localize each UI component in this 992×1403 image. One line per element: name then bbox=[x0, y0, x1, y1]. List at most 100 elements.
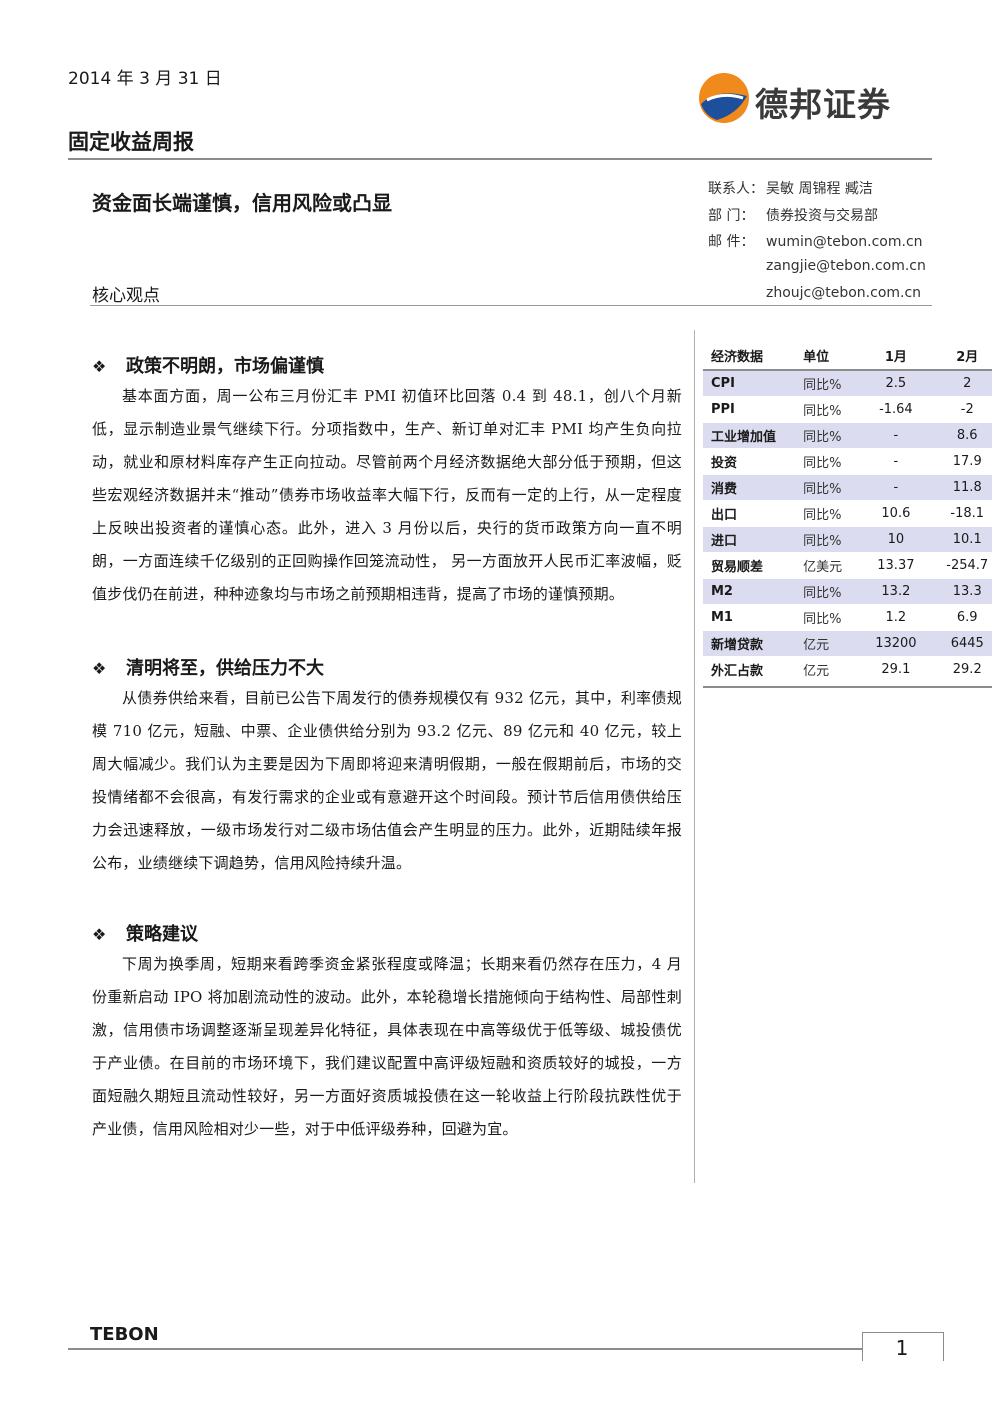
jan-value: 10.6 bbox=[860, 500, 932, 527]
jan-value: 13.37 bbox=[860, 552, 932, 579]
email-link[interactable]: wumin@tebon.com.cn bbox=[766, 234, 923, 250]
row-unit: 亿美元 bbox=[795, 552, 861, 579]
section-body: 下周为换季周，短期来看跨季资金紧张程度或降温；长期来看仍然存在压力，4 月份重新… bbox=[92, 955, 682, 1138]
diamond-bullet-icon: ❖ bbox=[92, 357, 107, 376]
feb-value: 6445 bbox=[931, 630, 992, 657]
jan-value: 2.5 bbox=[860, 370, 932, 397]
email-row: 邮 件： wumin@tebon.com.cn bbox=[708, 231, 923, 251]
footer-brand: TEBON bbox=[90, 1324, 159, 1345]
row-unit: 同比% bbox=[795, 474, 861, 501]
row-unit: 同比% bbox=[795, 448, 861, 475]
row-name: 出口 bbox=[703, 500, 796, 527]
brand-name: 德邦证券 bbox=[755, 85, 891, 124]
row-name: 消费 bbox=[703, 474, 796, 501]
column-header: 2月 bbox=[931, 341, 992, 371]
table-bottom-rule bbox=[703, 686, 992, 688]
diamond-bullet-icon: ❖ bbox=[92, 659, 107, 678]
row-name: 进口 bbox=[703, 526, 796, 553]
feb-value: 13.3 bbox=[931, 578, 992, 605]
section-heading: ❖ 策略建议 bbox=[92, 920, 198, 946]
feb-value: -2 bbox=[931, 396, 992, 423]
jan-value: 10 bbox=[860, 526, 932, 553]
section-heading: ❖ 政策不明朗，市场偏谨慎 bbox=[92, 352, 324, 378]
row-unit: 同比% bbox=[795, 578, 861, 605]
table-header-row: 经济数据 单位 1月 2月 bbox=[703, 341, 992, 371]
table-row: 出口同比%10.6-18.1 bbox=[703, 500, 992, 527]
email-label: 邮 件： bbox=[708, 234, 755, 250]
feb-value: 6.9 bbox=[931, 604, 992, 631]
jan-value: -1.64 bbox=[860, 396, 932, 423]
jan-value: 29.1 bbox=[860, 656, 932, 683]
jan-value: - bbox=[860, 474, 932, 501]
row-name: 工业增加值 bbox=[703, 422, 796, 449]
core-divider bbox=[90, 305, 932, 306]
jan-value: 13200 bbox=[860, 630, 932, 657]
row-name: CPI bbox=[703, 370, 796, 397]
row-unit: 同比% bbox=[795, 500, 861, 527]
dept-row: 部 门： 债券投资与交易部 bbox=[708, 205, 878, 225]
feb-value: 29.2 bbox=[931, 656, 992, 683]
email-link[interactable]: zhoujc@tebon.com.cn bbox=[766, 285, 922, 301]
feb-value: 8.6 bbox=[931, 422, 992, 449]
row-name: 外汇占款 bbox=[703, 656, 796, 683]
feb-value: 11.8 bbox=[931, 474, 992, 501]
footer-divider bbox=[68, 1348, 932, 1350]
page-title: 资金面长端谨慎，信用风险或凸显 bbox=[92, 191, 392, 215]
section-title: 清明将至，供给压力不大 bbox=[126, 658, 324, 679]
row-name: PPI bbox=[703, 396, 796, 423]
feb-value: 2 bbox=[931, 370, 992, 397]
section-heading: ❖ 清明将至，供给压力不大 bbox=[92, 654, 324, 680]
table-row: 工业增加值同比%-8.6 bbox=[703, 422, 992, 449]
row-name: 贸易顺差 bbox=[703, 552, 796, 579]
row-unit: 亿元 bbox=[795, 656, 861, 683]
row-name: M2 bbox=[703, 578, 796, 605]
report-type-title: 固定收益周报 bbox=[68, 130, 194, 154]
jan-value: 1.2 bbox=[860, 604, 932, 631]
core-view-label: 核心观点 bbox=[92, 286, 160, 306]
row-unit: 同比% bbox=[795, 422, 861, 449]
section-body: 从债券供给来看，目前已公告下周发行的债券规模仅有 932 亿元，其中，利率债规模… bbox=[92, 689, 682, 872]
contact-label: 联系人： bbox=[708, 181, 764, 197]
jan-value: 13.2 bbox=[860, 578, 932, 605]
section-title: 策略建议 bbox=[126, 924, 198, 945]
page-number-box bbox=[862, 1332, 944, 1361]
section-body: 基本面方面，周一公布三月份汇丰 PMI 初值环比回落 0.4 到 48.1，创八… bbox=[92, 387, 682, 603]
row-unit: 亿元 bbox=[795, 630, 861, 657]
dept-value: 债券投资与交易部 bbox=[766, 208, 878, 224]
jan-value: - bbox=[860, 422, 932, 449]
logo-emblem-icon bbox=[699, 73, 749, 123]
table-row: 投资同比%-17.9 bbox=[703, 448, 992, 475]
row-name: M1 bbox=[703, 604, 796, 631]
feb-value: -254.7 bbox=[931, 552, 992, 579]
feb-value: 10.1 bbox=[931, 526, 992, 553]
table-row: 消费同比%-11.8 bbox=[703, 474, 992, 501]
diamond-bullet-icon: ❖ bbox=[92, 925, 107, 944]
contact-row: 联系人：吴敏 周锦程 臧洁 bbox=[708, 178, 873, 198]
section-title: 政策不明朗，市场偏谨慎 bbox=[126, 356, 324, 377]
email-link[interactable]: zangjie@tebon.com.cn bbox=[766, 258, 926, 274]
row-unit: 同比% bbox=[795, 526, 861, 553]
column-header: 单位 bbox=[795, 341, 861, 371]
jan-value: - bbox=[860, 448, 932, 475]
contact-value: 吴敏 周锦程 臧洁 bbox=[766, 181, 873, 197]
column-header: 1月 bbox=[860, 341, 932, 371]
report-date: 2014 年 3 月 31 日 bbox=[68, 69, 222, 89]
column-header: 经济数据 bbox=[703, 341, 796, 371]
column-divider bbox=[694, 330, 695, 1183]
row-name: 投资 bbox=[703, 448, 796, 475]
header-divider bbox=[68, 158, 932, 160]
row-unit: 同比% bbox=[795, 604, 861, 631]
row-name: 新增贷款 bbox=[703, 630, 796, 657]
row-unit: 同比% bbox=[795, 396, 861, 423]
dept-label: 部 门： bbox=[708, 208, 755, 224]
feb-value: 17.9 bbox=[931, 448, 992, 475]
